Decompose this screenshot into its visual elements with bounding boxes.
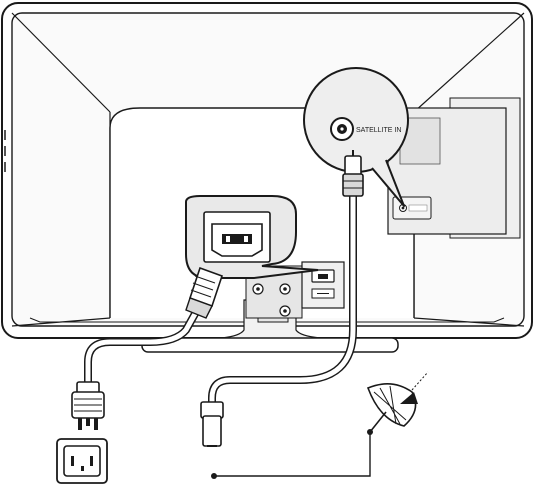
module-port-label [408,204,428,212]
iec-cord-connector [185,266,224,319]
dish-feed-endpoint [211,473,217,479]
power-inlet-callout [185,195,319,279]
satellite-callout-tail [371,159,405,207]
satellite-in-label: SATELLITE IN [356,127,401,134]
satellite-module [387,97,521,239]
wall-outlet-icon [56,438,108,484]
dish-signal-line [411,371,429,391]
tv-stand [141,299,399,353]
satellite-in-callout: SATELLITE IN [303,67,409,207]
satellite-cable-end-connector [200,401,224,447]
dish-reflector [366,383,417,427]
stand-base [141,337,399,353]
satellite-dish-icon [366,371,429,435]
power-cord [71,266,224,430]
power-plug-icon [71,381,105,430]
dish-feed-line [214,432,371,477]
satellite-cable [200,150,364,447]
coaxial-connector-icon [342,150,364,197]
